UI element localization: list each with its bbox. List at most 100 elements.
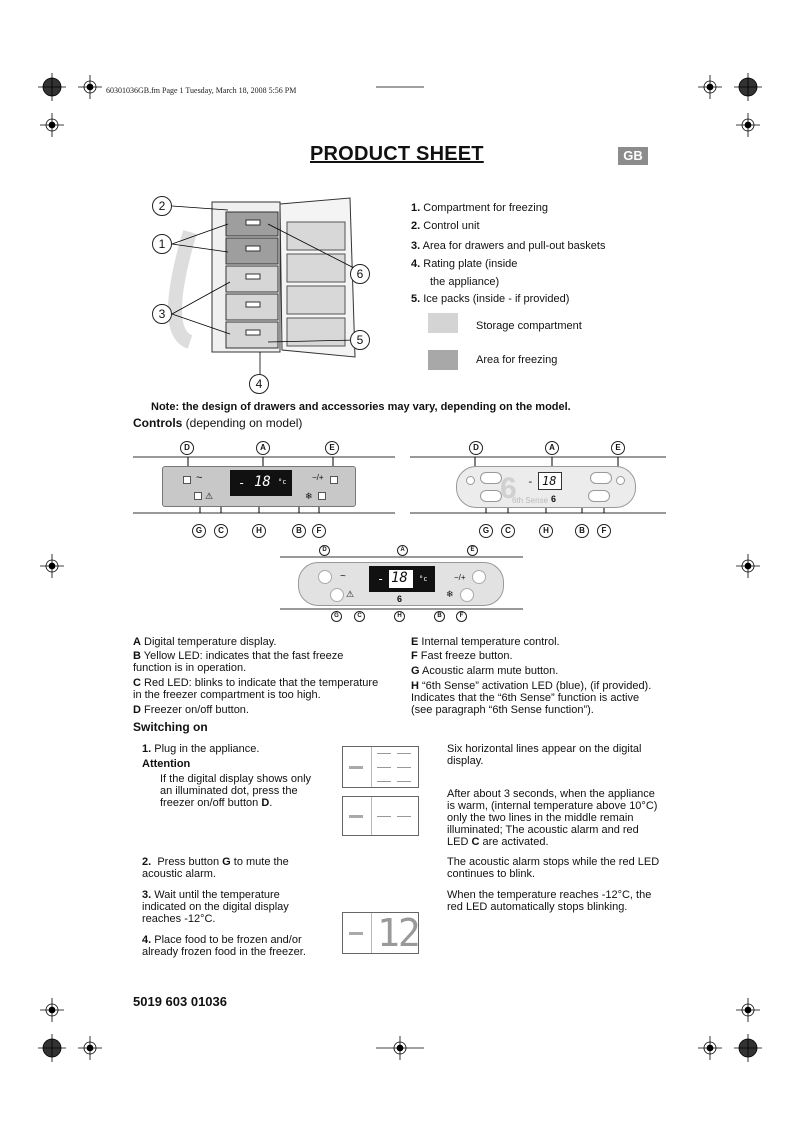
label-D: D: [180, 441, 194, 455]
part-number: 5019 603 01036: [133, 994, 227, 1009]
lcd1-divider: [371, 747, 372, 787]
panel2-onoff-button[interactable]: [480, 472, 502, 484]
legend-E: E Internal temperature control.: [411, 636, 560, 648]
panel2-led-left: [466, 476, 475, 485]
legend-F: F Fast freeze button.: [411, 650, 513, 662]
freezer-illustration: [168, 197, 357, 374]
lcd3-divider: [371, 913, 372, 953]
attention-text: If the digital display shows only an ill…: [160, 773, 312, 809]
fastfreeze-icon: ❄: [305, 491, 313, 501]
page-title: PRODUCT SHEET: [310, 143, 484, 165]
label-D-2: D: [469, 441, 483, 455]
panel1-fastfreeze-button[interactable]: [318, 492, 326, 500]
panel3-alarm-icon: ⚠: [346, 589, 355, 599]
label-B-2: B: [575, 524, 589, 538]
legend-B: B Yellow LED: indicates that the fast fr…: [133, 650, 344, 674]
label-H-2: H: [539, 524, 553, 538]
label-D-3: D: [319, 545, 330, 556]
label-A: A: [256, 441, 270, 455]
panel3-onoff-button[interactable]: [318, 570, 332, 584]
label-B-3: B: [434, 611, 445, 622]
lcd1-seg: [397, 767, 411, 768]
panel2-display: - 18: [527, 472, 562, 490]
callout-3: 3: [152, 304, 172, 324]
design-note: Note: the design of drawers and accessor…: [151, 401, 571, 413]
legend-C: C Red LED: blinks to indicate that the t…: [133, 677, 379, 701]
result-3: The acoustic alarm stops while the red L…: [447, 856, 660, 880]
step-2: 2. Press button G to mute the acoustic a…: [142, 856, 289, 880]
print-header: 60301036GB.fm Page 1 Tuesday, March 18, …: [106, 86, 297, 95]
label-B: B: [292, 524, 306, 538]
result-4: When the temperature reaches -12°C, the …: [447, 889, 652, 913]
result-2: After about 3 seconds, when the applianc…: [447, 788, 658, 848]
label-G: G: [192, 524, 206, 538]
part-5: 5. Ice packs (inside - if provided): [411, 293, 570, 305]
label-A-2: A: [545, 441, 559, 455]
freezing-swatch: [428, 350, 458, 370]
legend-G: G Acoustic alarm mute button.: [411, 665, 559, 677]
sixth-sense-icon: 6: [551, 494, 557, 504]
lcd2-dash: [349, 815, 363, 818]
switching-on-heading: Switching on: [133, 720, 208, 734]
label-G-2: G: [479, 524, 493, 538]
lcd1-seg: [377, 767, 391, 768]
label-G-3: G: [331, 611, 342, 622]
language-badge: GB: [618, 147, 648, 165]
panel3-fastfreeze-button[interactable]: [460, 588, 474, 602]
lcd2-divider: [371, 797, 372, 835]
panel3-wave-icon: ~: [340, 571, 346, 582]
legend-freezing: Area for freezing: [476, 354, 558, 366]
panel3-plusminus-icon: −/+: [454, 573, 466, 582]
step-3: 3. Wait until the temperature indicated …: [142, 889, 289, 925]
lcd2-seg: [377, 816, 391, 817]
controls-heading: Controls (depending on model): [133, 416, 303, 430]
label-H: H: [252, 524, 266, 538]
callout-2: 2: [152, 196, 172, 216]
lcd-two-lines: [342, 796, 419, 836]
panel2-brand-mark: 6: [500, 472, 517, 505]
callout-1: 1: [152, 234, 172, 254]
panel-1-frame: [133, 456, 395, 514]
label-E: E: [325, 441, 339, 455]
label-E-2: E: [611, 441, 625, 455]
panel2-led-right: [616, 476, 625, 485]
callout-4: 4: [249, 374, 269, 394]
panel3-temp-button[interactable]: [472, 570, 486, 584]
label-H-3: H: [394, 611, 405, 622]
panel3-fastfreeze-icon: ❄: [446, 589, 454, 599]
attention-label: Attention: [142, 758, 191, 770]
legend-storage: Storage compartment: [476, 320, 582, 332]
legend-D: D Freezer on/off button.: [133, 704, 249, 716]
label-E-3: E: [467, 545, 478, 556]
lcd1-dash: [349, 766, 363, 769]
lcd-minus-12: 12: [342, 911, 421, 955]
panel3-mute-button[interactable]: [330, 588, 344, 602]
label-C-2: C: [501, 524, 515, 538]
panel3-sixth-sense-icon: 6: [397, 594, 403, 604]
step-4: 4. Place food to be frozen and/or alread…: [142, 934, 306, 958]
label-F-2: F: [597, 524, 611, 538]
label-F: F: [312, 524, 326, 538]
lcd3-value: 12: [377, 911, 421, 955]
panel2-brand: 6th Sense: [512, 496, 549, 505]
lcd1-seg: [397, 781, 411, 782]
legend-A: A Digital temperature display.: [133, 636, 277, 648]
part-2: 2. Control unit: [411, 220, 480, 232]
panel-3-frame: [280, 556, 523, 610]
storage-swatch: [428, 313, 458, 333]
panel1-onoff-button[interactable]: [183, 476, 191, 484]
panel1-temp-button[interactable]: [330, 476, 338, 484]
alarm-icon: ⚠: [205, 491, 214, 501]
panel1-mute-button[interactable]: [194, 492, 202, 500]
panel2-fastfreeze-button[interactable]: [588, 490, 610, 502]
panel2-temp-button[interactable]: [590, 472, 612, 484]
part-1: 1. Compartment for freezing: [411, 202, 548, 214]
panel2-mute-button[interactable]: [480, 490, 502, 502]
callout-5: 5: [350, 330, 370, 350]
lcd3-dash: [349, 932, 363, 935]
plusminus-icon: −/+: [312, 473, 324, 482]
lcd2-seg: [397, 816, 411, 817]
wave-icon: ~: [196, 472, 203, 484]
callout-6: 6: [350, 264, 370, 284]
